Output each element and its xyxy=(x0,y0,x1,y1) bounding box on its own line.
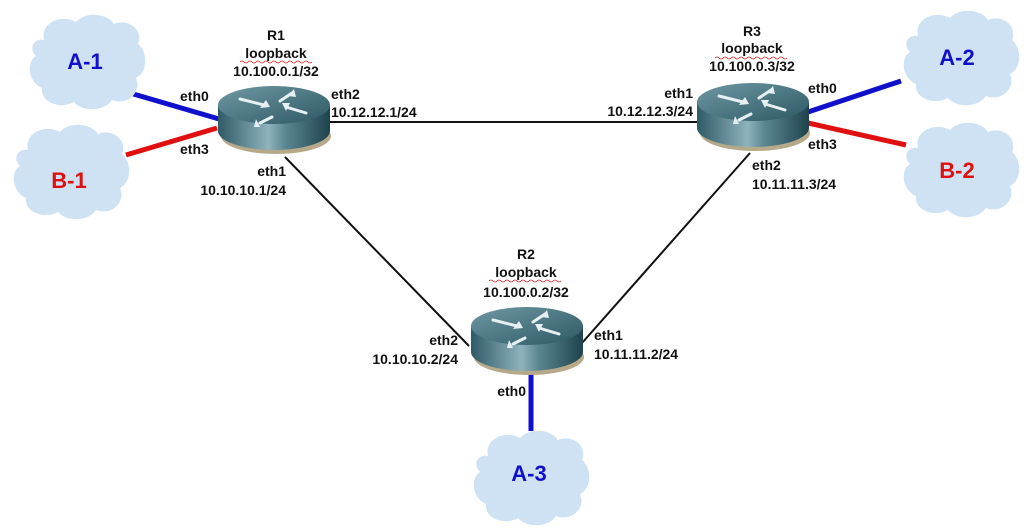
cloud-b1[interactable]: B-1 xyxy=(13,124,130,220)
r3-eth1-ip: 10.12.12.3/24 xyxy=(607,103,693,119)
cloud-a1-label: A-1 xyxy=(67,49,102,74)
r3-eth1-label: eth1 xyxy=(664,85,693,101)
spellcheck-underline xyxy=(239,60,313,64)
cloud-b2[interactable]: B-2 xyxy=(903,122,1020,218)
r1-eth1-label: eth1 xyxy=(257,163,286,179)
r3-eth3-label: eth3 xyxy=(808,136,837,152)
link-r1-r2 xyxy=(284,156,470,347)
link-r1-b1 xyxy=(125,125,218,158)
r1-eth2-label: eth2 xyxy=(331,86,360,102)
r2-title-block: R2 loopback 10.100.0.2/32 xyxy=(483,246,569,300)
router-r2[interactable] xyxy=(469,305,586,377)
r1-name: R1 xyxy=(267,27,285,43)
r3-name: R3 xyxy=(743,23,761,39)
link-r3-b2 xyxy=(807,120,907,148)
r2-loopback-ip: 10.100.0.2/32 xyxy=(483,284,569,300)
cloud-a2[interactable]: A-2 xyxy=(903,10,1020,106)
r3-eth2-label: eth2 xyxy=(752,157,781,173)
cloud-a2-label: A-2 xyxy=(939,45,974,70)
r2-eth0-label: eth0 xyxy=(497,383,526,399)
r3-eth0-label: eth0 xyxy=(808,80,837,96)
r3-eth2-ip: 10.11.11.3/24 xyxy=(752,176,836,192)
r1-eth2-ip: 10.12.12.1/24 xyxy=(331,104,417,120)
router-r1[interactable] xyxy=(216,84,333,156)
r1-eth3-label: eth3 xyxy=(180,141,209,157)
spellcheck-underline xyxy=(714,56,788,60)
r2-eth1-ip: 10.11.11.2/24 xyxy=(594,346,678,362)
r2-eth1-label: eth1 xyxy=(594,327,623,343)
r1-loopback-ip: 10.100.0.1/32 xyxy=(233,63,319,79)
router-icon xyxy=(469,305,586,377)
r3-title-block: R3 loopback 10.100.0.3/32 xyxy=(709,23,795,74)
link-r3-a2 xyxy=(807,78,902,115)
cloud-b1-label: B-1 xyxy=(51,168,86,193)
r1-loopback-label: loopback xyxy=(245,45,307,61)
link-r2-r3 xyxy=(581,152,751,344)
router-r3[interactable] xyxy=(695,81,812,153)
link-r1-a1 xyxy=(129,90,220,122)
spellcheck-underline xyxy=(488,279,562,283)
cloud-b2-label: B-2 xyxy=(939,158,974,183)
r3-loopback-ip: 10.100.0.3/32 xyxy=(709,58,795,74)
r1-eth1-ip: 10.10.10.1/24 xyxy=(200,182,286,198)
r1-eth0-label: eth0 xyxy=(180,88,209,104)
cloud-a3[interactable]: A-3 xyxy=(473,430,590,526)
router-icon xyxy=(695,81,812,153)
r3-loopback-label: loopback xyxy=(721,40,783,56)
r2-loopback-label: loopback xyxy=(495,264,557,280)
r2-eth2-ip: 10.10.10.2/24 xyxy=(372,351,458,367)
r1-title-block: R1 loopback 10.100.0.1/32 xyxy=(233,27,319,79)
router-icon xyxy=(216,84,333,156)
cloud-a3-label: A-3 xyxy=(511,461,546,486)
r2-eth2-label: eth2 xyxy=(429,332,458,348)
r2-name: R2 xyxy=(517,246,535,262)
cloud-a1[interactable]: A-1 xyxy=(29,14,146,110)
